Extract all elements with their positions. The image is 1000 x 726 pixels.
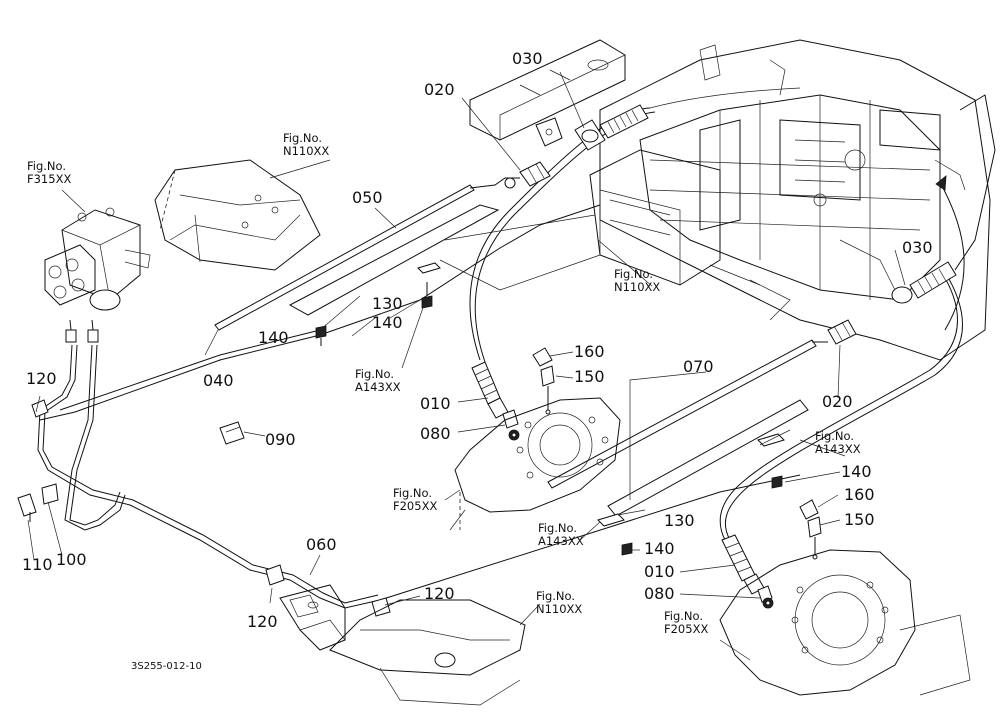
figref-f205-left: Fig.No.F205XX [393, 486, 438, 514]
fitting-010-right-icon [721, 534, 765, 595]
figref-a143-left: Fig.No.A143XX [355, 367, 401, 395]
label-140-b: 140 [258, 328, 289, 347]
label-140-a: 140 [372, 313, 403, 332]
fitting-010-left-icon [471, 361, 509, 419]
bolt-140-icons [315, 282, 783, 556]
bottom-bracket-drawing [279, 584, 526, 706]
label-020-top: 020 [424, 80, 455, 99]
clamp-icons [31, 399, 391, 617]
label-110: 110 [22, 555, 53, 574]
fitting-030-top-icon [535, 104, 649, 151]
figref-a143-bottom: Fig.No.A143XX [538, 521, 584, 549]
label-060: 060 [306, 535, 337, 554]
fitting-080-left-icon [502, 409, 520, 441]
label-030-right: 030 [902, 238, 933, 257]
label-010-left: 010 [420, 394, 451, 413]
figref-f315: Fig.No.F315XX [27, 159, 72, 187]
fitting-020-top-icon [504, 161, 551, 189]
fitting-100-110-icon [17, 483, 59, 522]
figref-a143-right: Fig.No.A143XX [815, 429, 861, 457]
label-140-c: 140 [841, 462, 872, 481]
label-080-left: 080 [420, 424, 451, 443]
axle-housing-left [454, 397, 621, 530]
fitting-160-150-right-icon [799, 499, 822, 560]
figref-n110-mid: Fig.No.N110XX [614, 267, 661, 295]
label-050: 050 [352, 188, 383, 207]
fitting-080-right-icon [757, 585, 774, 609]
figref-n110-bottom: Fig.No.N110XX [536, 589, 583, 617]
label-120-bottom-left: 120 [247, 612, 278, 631]
mid-frame-drawing [439, 149, 721, 291]
label-020-right: 020 [822, 392, 853, 411]
label-120-left: 120 [26, 369, 57, 388]
drawing-code: 3S255-012-10 [131, 661, 202, 672]
label-030-top: 030 [512, 49, 543, 68]
label-130-left: 130 [372, 294, 403, 313]
label-130-right: 130 [664, 511, 695, 530]
label-040: 040 [203, 371, 234, 390]
label-140-d: 140 [644, 539, 675, 558]
top-left-panel-drawing [154, 159, 321, 271]
label-120-bottom-right: 120 [424, 584, 455, 603]
hydraulic-valve-drawing [44, 207, 151, 343]
fittings [17, 104, 957, 617]
fitting-020-right-icon [827, 319, 857, 345]
figref-n110-top: Fig.No.N110XX [283, 131, 330, 159]
label-100: 100 [56, 550, 87, 569]
axle-housing-right [719, 549, 971, 696]
label-150-right: 150 [844, 510, 875, 529]
label-160-right: 160 [844, 485, 875, 504]
label-070: 070 [683, 357, 714, 376]
label-010-right: 010 [644, 562, 675, 581]
label-090: 090 [265, 430, 296, 449]
fitting-030-right-icon [891, 261, 957, 304]
label-150-left: 150 [574, 367, 605, 386]
pipe-routing [37, 87, 965, 609]
upper-beam-drawing [469, 39, 626, 141]
label-160-left: 160 [574, 342, 605, 361]
tractor-frame-drawing [599, 39, 996, 361]
fitting-160-150-left-icon [532, 347, 555, 415]
leader-lines [27, 71, 906, 661]
label-080-right: 080 [644, 584, 675, 603]
figref-f205-right: Fig.No.F205XX [664, 609, 709, 637]
